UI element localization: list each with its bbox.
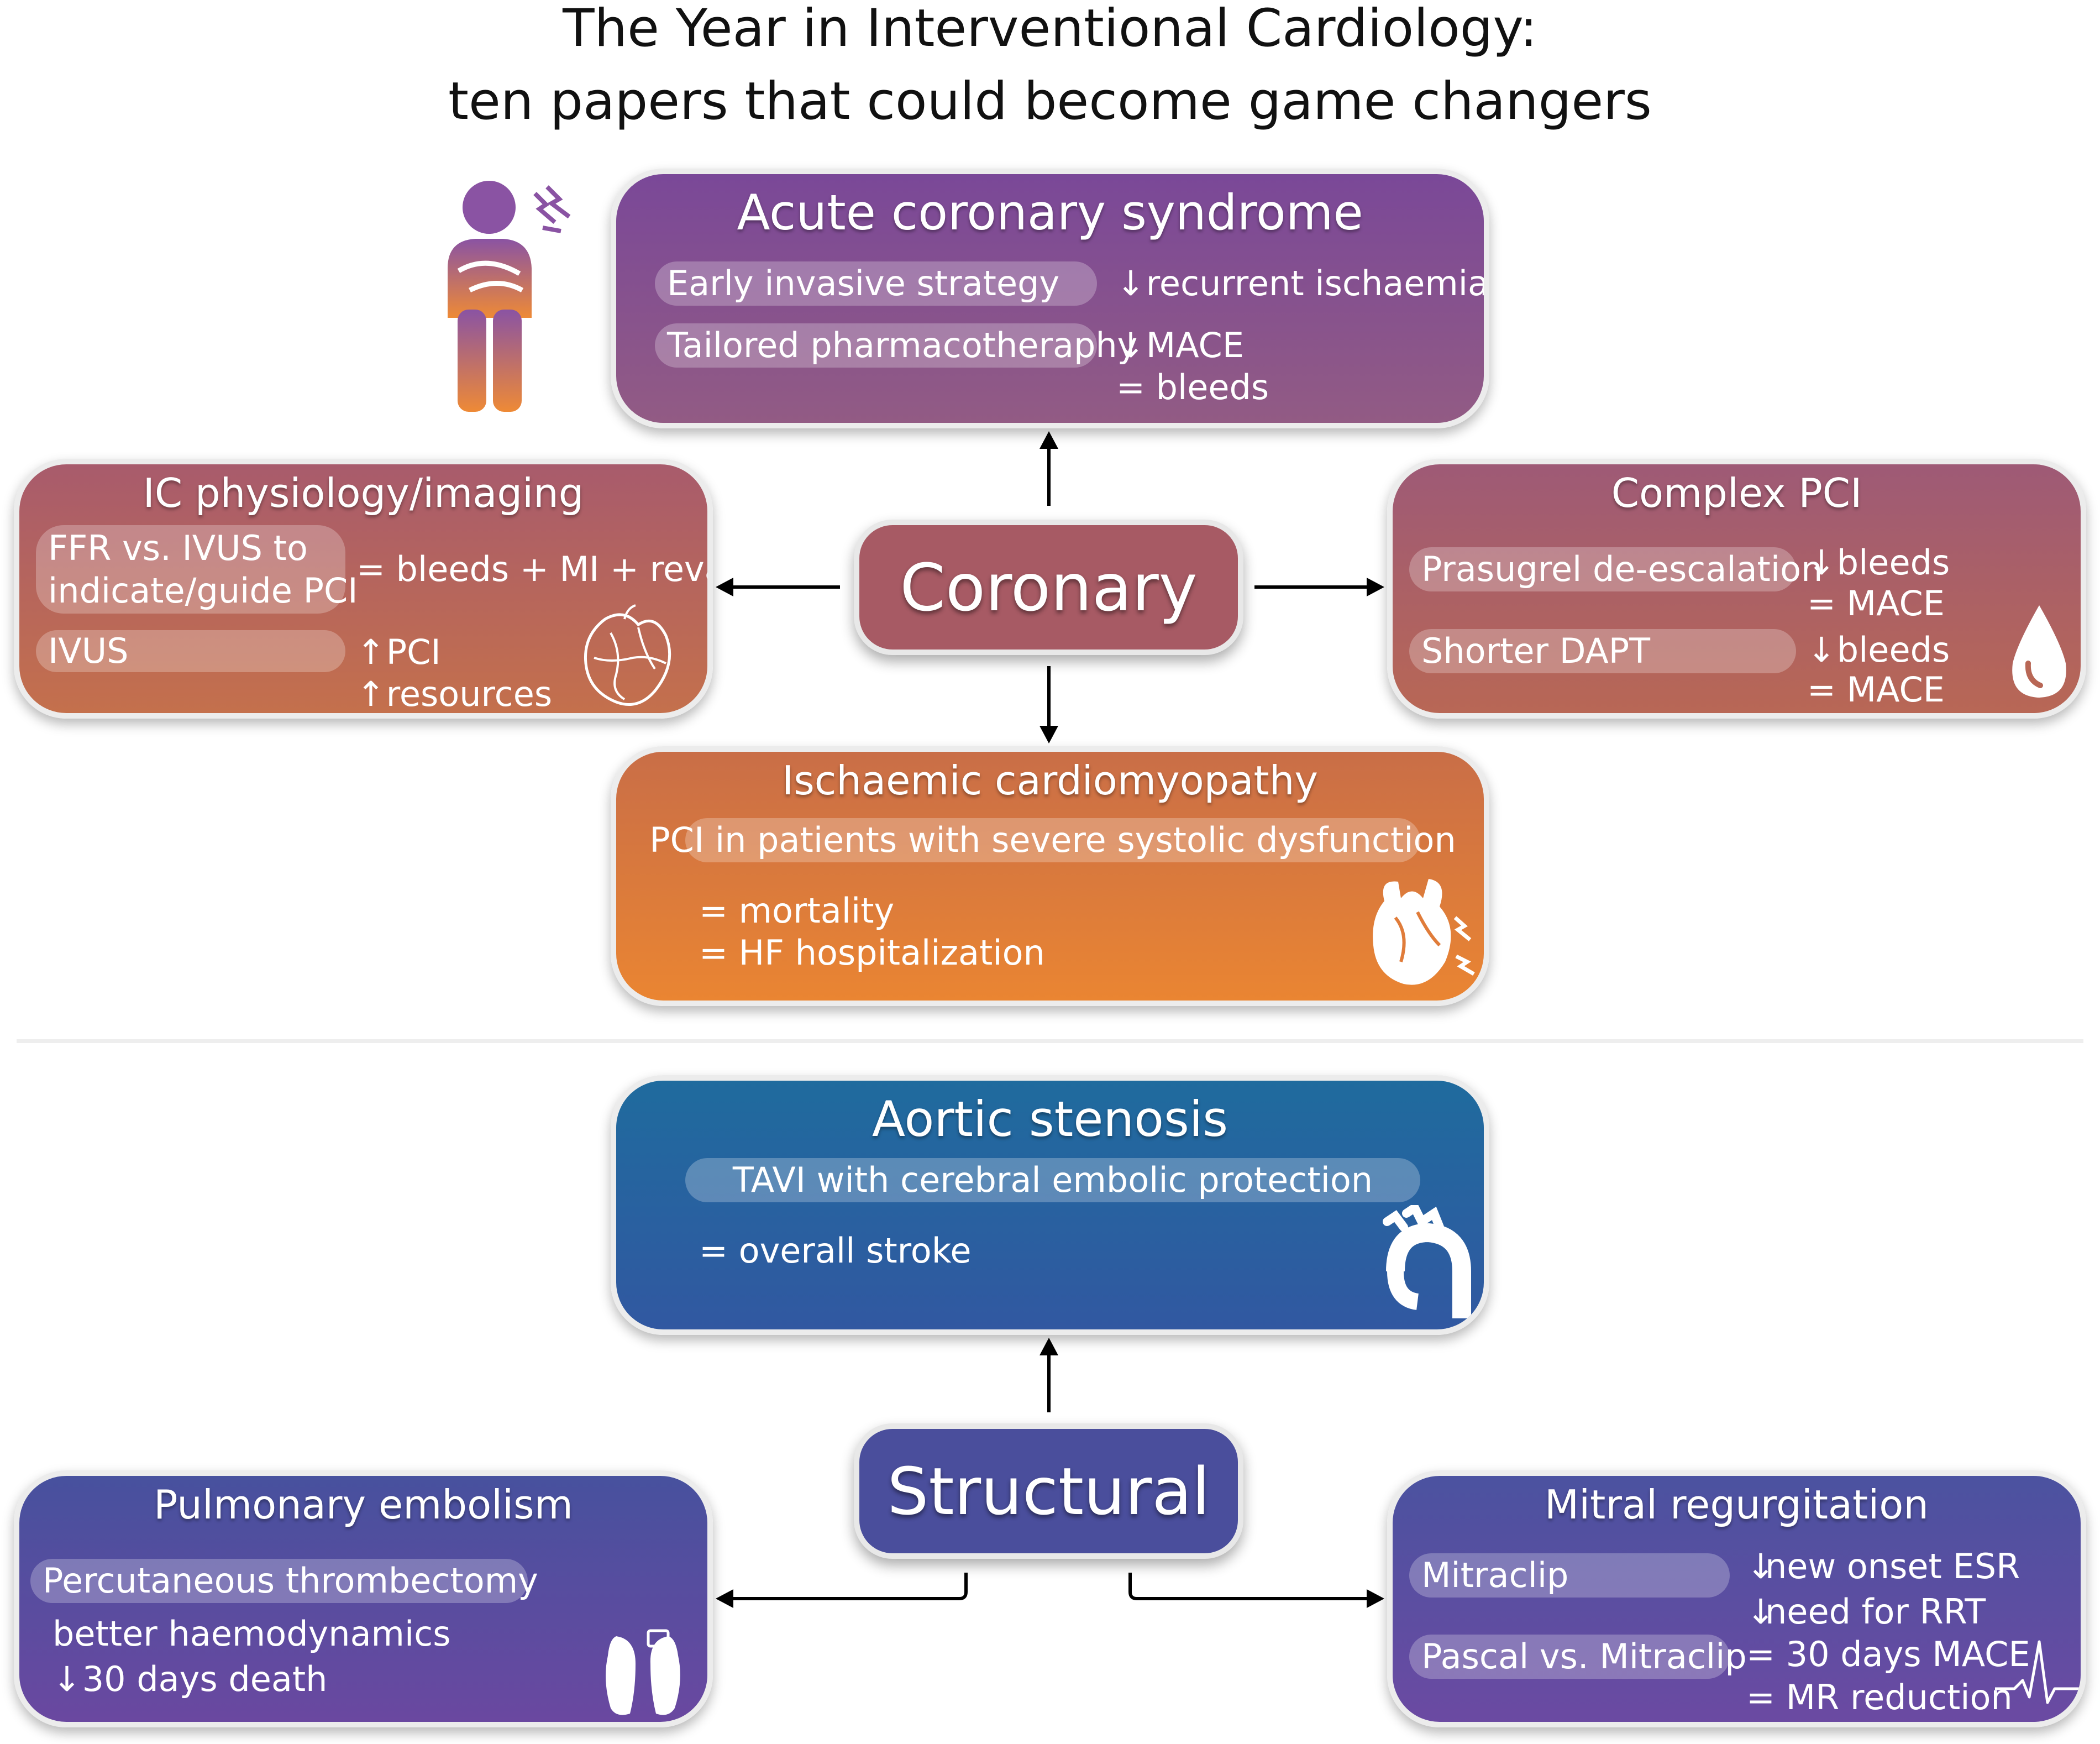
arrowhead-acs [1040,431,1058,449]
pe-box: Pulmonary embolism Percutaneous thrombec… [14,1470,713,1727]
mitral-result-2: ↓need for RRT [1746,1591,1986,1633]
pe-result-2-text: 30 days death [82,1659,328,1699]
heart-outline-icon [584,604,671,706]
acs-result-2: ↓ MACE [1116,324,1244,366]
section-divider [17,1039,2083,1043]
patient-chest-pain-icon [448,181,571,412]
acs-pill-tailored: Tailored pharmacotheraphy [655,323,1137,368]
mitral-result-1-text: new onset ESR [1765,1546,2020,1586]
complex-pci-box: Complex PCI Prasugrel de-escalation ↓ bl… [1387,459,2086,719]
blood-drop-icon [2012,605,2066,698]
ischaemic-box: Ischaemic cardiomyopathy PCI in patients… [611,746,1489,1006]
pe-result-2: ↓ 30 days death [53,1658,327,1700]
physiology-pill-ffr-line-1: FFR vs. IVUS to [48,527,308,568]
arrowhead-ischaemic [1040,726,1058,743]
physiology-box: IC physiology/imaging FFR vs. IVUS to in… [14,459,713,719]
complex-pci-result-3: ↓ bleeds [1807,629,1950,671]
mitral-result-3: = 30 days MACE [1746,1634,2030,1674]
arrowhead-physiology [716,578,733,596]
arrowhead-aortic [1040,1338,1058,1355]
complex-pci-result-2: = MACE [1807,583,1945,624]
physiology-title: IC physiology/imaging [143,470,584,516]
physiology-result-3: ↑ resources [356,673,553,714]
mitral-result-4: = MR reduction [1746,1677,2013,1717]
pe-result-1: better haemodynamics [53,1614,451,1654]
aortic-arch-icon [1383,1205,1471,1318]
acs-result-2-text: MACE [1146,325,1244,365]
arrow-structural-to-pe [724,1573,968,1600]
acs-result-1: ↓ recurrent ischaemia [1116,263,1489,305]
coronary-hub: Coronary [854,520,1243,655]
ischaemic-result-1: = mortality [699,891,895,931]
mitral-result-2-text: need for RRT [1765,1591,1986,1632]
physiology-result-2: ↑ PCI [356,631,441,673]
physiology-result-1: = bleeds + MI + revasc [356,549,707,589]
mitral-result-1: ↓new onset ESR [1746,1546,2020,1588]
aortic-box: Aortic stenosis TAVI with cerebral embol… [611,1075,1489,1335]
complex-pci-title: Complex PCI [1611,470,1862,516]
arrowhead-mitral [1367,1589,1384,1608]
pe-pill: Percutaneous thrombectomy [30,1559,538,1603]
complex-pci-result-1: ↓ bleeds [1807,542,1950,584]
mitral-pill-pascal: Pascal vs. Mitraclip [1409,1635,1747,1679]
acs-box: Acute coronary syndrome Early invasive s… [611,169,1489,428]
arrowhead-complex-pci [1367,578,1384,596]
aortic-pill: TAVI with cerebral embolic protection [685,1158,1420,1202]
acs-pill-early-invasive: Early invasive strategy [655,261,1097,306]
feet-tag-icon [606,1629,680,1715]
ecg-line-icon [1995,1640,2081,1704]
acs-title: Acute coronary syndrome [737,184,1363,241]
complex-pci-pill-prasugrel: Prasugrel de-escalation [1409,547,1823,591]
mitral-title: Mitral regurgitation [1545,1481,1929,1528]
ischaemic-title: Ischaemic cardiomyopathy [782,757,1318,804]
aortic-title: Aortic stenosis [872,1091,1229,1148]
mitral-box: Mitral regurgitation Mitraclip ↓new onse… [1387,1470,2086,1727]
title-line-2: ten papers that could become game change… [448,71,1652,132]
acs-result-3: = bleeds [1116,367,1269,407]
complex-pci-pill-dapt: Shorter DAPT [1409,629,1796,673]
physiology-result-3-text: resources [386,674,553,714]
arrowhead-pe [716,1589,733,1608]
heart-lightning-icon [1373,879,1475,985]
title-line-1: The Year in Interventional Cardiology: [563,0,1537,59]
arrow-structural-to-mitral [1128,1573,1376,1600]
acs-result-1-text: recurrent ischaemia [1146,263,1489,303]
complex-pci-result-1-text: bleeds [1836,542,1950,583]
complex-pci-result-4: = MACE [1807,669,1945,710]
ischaemic-result-2: = HF hospitalization [699,933,1045,973]
physiology-pill-ffr-line-2: indicate/guide PCI [48,570,358,611]
structural-hub: Structural [854,1423,1243,1559]
mitral-pill-mitraclip: Mitraclip [1409,1553,1730,1598]
physiology-pill-ivus: IVUS [36,630,345,672]
aortic-result: = overall stroke [699,1230,972,1271]
complex-pci-result-3-text: bleeds [1836,630,1950,670]
pe-title: Pulmonary embolism [154,1481,573,1528]
physiology-result-2-text: PCI [386,632,441,672]
ischaemic-pill: PCI in patients with severe systolic dys… [649,818,1456,862]
physiology-pill-ffr-ivus: FFR vs. IVUS to indicate/guide PCI [36,525,358,614]
